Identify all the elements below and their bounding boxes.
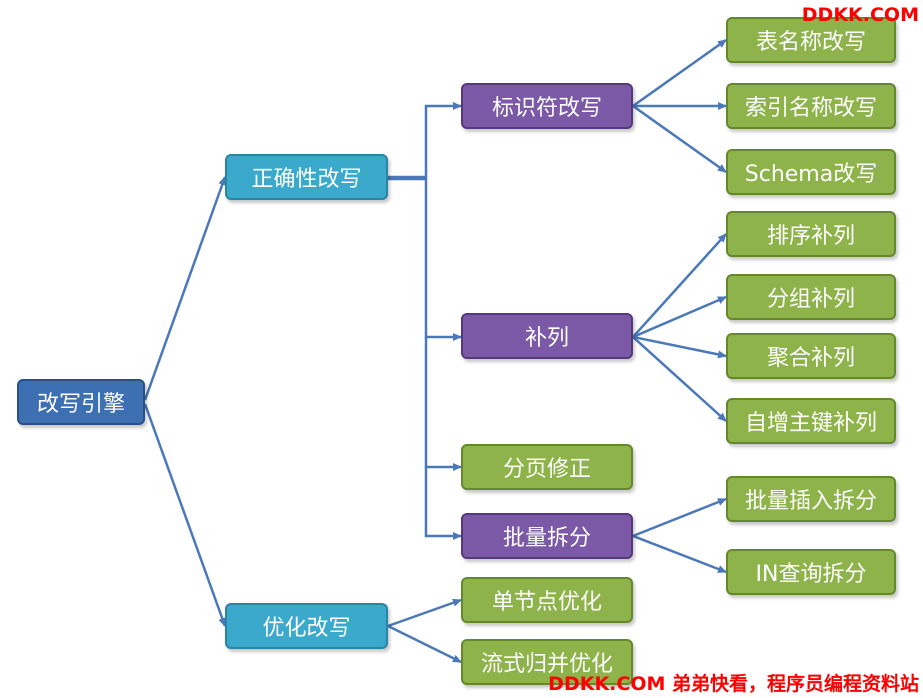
- node-aggregation-complement: 聚合补列: [726, 333, 896, 379]
- watermark-bottom: DDKK.COM 弟弟快看，程序员编程资料站: [548, 673, 919, 695]
- edge-correctness-identifier: [388, 102, 462, 179]
- node-single-node-optimization: 单节点优化: [461, 577, 633, 623]
- node-complement-columns: 补列: [461, 313, 633, 359]
- node-batch-split: 批量拆分: [461, 513, 633, 559]
- edge-identifier-schema: [632, 104, 727, 174]
- node-rewrite-engine: 改写引擎: [17, 379, 145, 425]
- edge-root-correctness: [143, 176, 227, 401]
- edge-correctness-complement: [388, 177, 462, 341]
- edge-correctness-batch: [424, 467, 462, 540]
- edge-batch-insert: [632, 497, 727, 538]
- node-order-by-complement: 排序补列: [726, 211, 896, 257]
- node-auto-increment-complement: 自增主键补列: [726, 398, 896, 444]
- node-table-name-rewrite: 表名称改写: [726, 17, 896, 63]
- edge-root-optimization: [143, 403, 227, 627]
- edge-batch-in: [632, 534, 727, 574]
- edge-identifier-table: [632, 38, 727, 108]
- node-group-by-complement: 分组补列: [726, 274, 896, 320]
- edge-complement-order: [632, 233, 727, 338]
- edge-opt-single: [387, 598, 462, 628]
- edge-complement-group: [632, 295, 727, 339]
- edge-correctness-pagination: [424, 337, 462, 471]
- node-in-query-split: IN查询拆分: [726, 549, 896, 595]
- node-correctness-rewrite: 正确性改写: [225, 154, 388, 200]
- node-schema-rewrite: Schema改写: [726, 149, 896, 195]
- edge-complement-agg: [632, 335, 727, 359]
- edge-opt-stream: [387, 624, 462, 664]
- watermark-top: DDKK.COM: [801, 4, 919, 26]
- node-optimization-rewrite: 优化改写: [225, 603, 388, 649]
- node-stream-merge-optimization: 流式归并优化: [461, 639, 633, 685]
- node-index-name-rewrite: 索引名称改写: [726, 83, 896, 129]
- node-pagination-fix: 分页修正: [461, 444, 633, 490]
- node-identifier-rewrite: 标识符改写: [461, 83, 633, 129]
- node-batch-insert-split: 批量插入拆分: [726, 476, 896, 522]
- edge-complement-auto: [632, 336, 727, 422]
